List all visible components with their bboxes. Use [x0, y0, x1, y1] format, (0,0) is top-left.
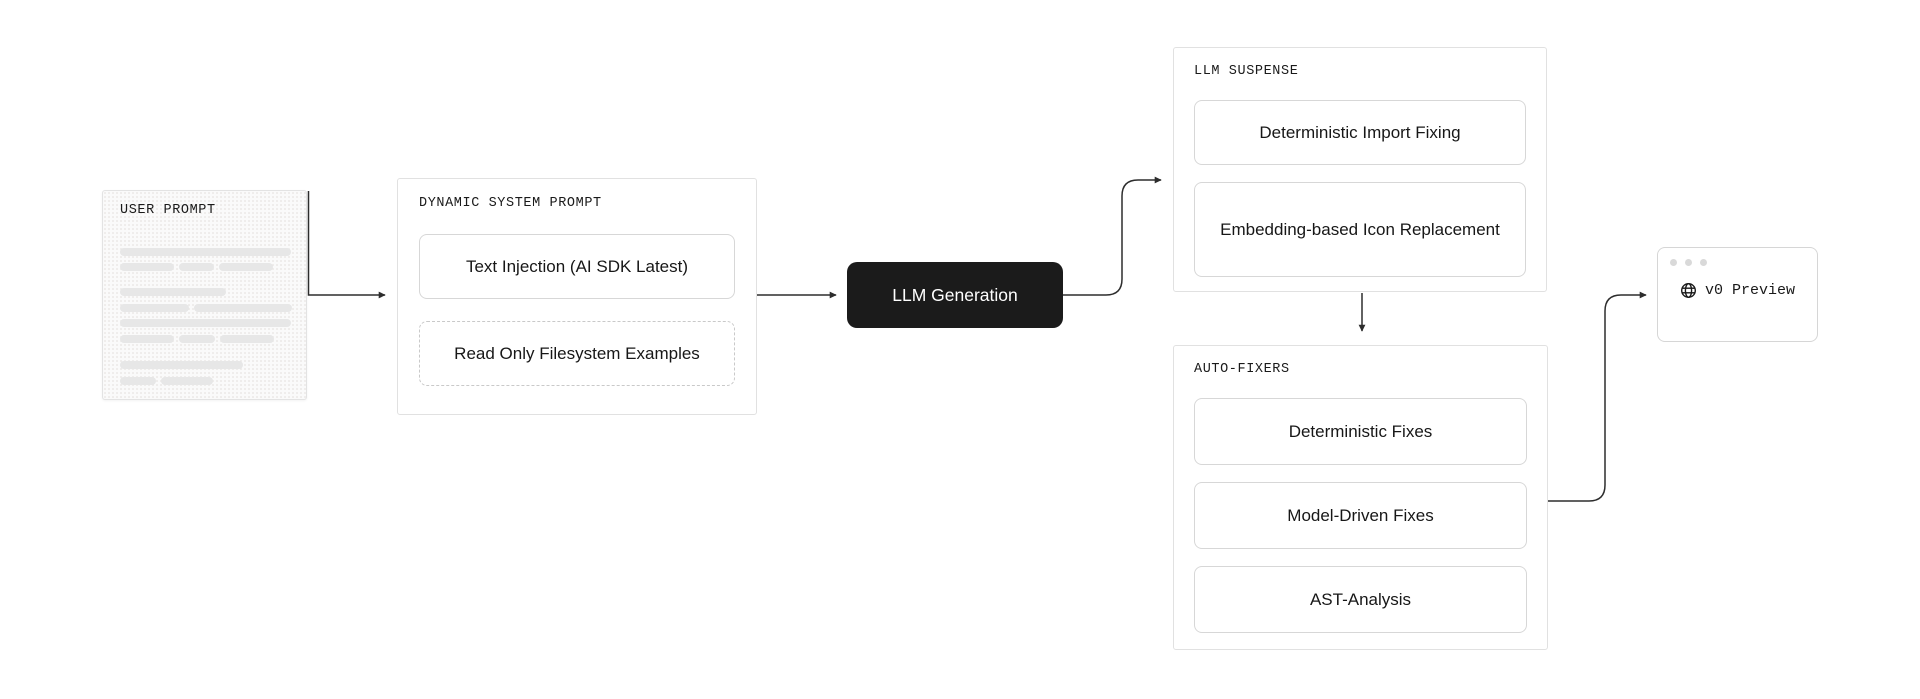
skeleton-row: [120, 288, 289, 296]
skeleton-bar: [120, 335, 174, 343]
skeleton-bar: [120, 377, 156, 385]
skeleton-row: [120, 263, 289, 271]
arrow-user-prompt-to-dynamic: [307, 191, 386, 299]
skeleton-row: [120, 304, 292, 312]
globe-icon: [1680, 282, 1696, 299]
v0-preview-card: v0 Preview: [1657, 247, 1818, 342]
skeleton-bar: [120, 304, 189, 312]
skeleton-bar: [120, 248, 291, 256]
node-llm-generation: LLM Generation: [847, 262, 1063, 328]
skeleton-bar: [161, 377, 213, 385]
skeleton-row: [120, 319, 291, 327]
window-dot-icon: [1685, 259, 1692, 266]
skeleton-bar: [120, 361, 243, 369]
skeleton-bar: [120, 288, 226, 296]
window-dot-icon: [1670, 259, 1677, 266]
dynamic-system-prompt-title: DYNAMIC SYSTEM PROMPT: [419, 196, 602, 211]
auto-fixers-title: AUTO-FIXERS: [1194, 362, 1290, 377]
skeleton-bar: [219, 263, 273, 271]
window-dot-icon: [1700, 259, 1707, 266]
arrow-llm-generation-to-llm-suspense: [1063, 176, 1162, 296]
v0-preview-label: v0 Preview: [1704, 282, 1795, 299]
arrow-auto-fixers-to-v0-preview: [1548, 291, 1647, 502]
node-text-injection: Text Injection (AI SDK Latest): [419, 234, 735, 299]
llm-suspense-group: LLM SUSPENSE Deterministic Import Fixing…: [1173, 47, 1547, 292]
skeleton-row: [120, 335, 289, 343]
node-deterministic-fixes: Deterministic Fixes: [1194, 398, 1527, 465]
skeleton-bar: [179, 335, 215, 343]
window-dots-icon: [1670, 259, 1805, 266]
skeleton-bar: [220, 335, 274, 343]
skeleton-row: [120, 361, 289, 369]
skeleton-bar: [120, 319, 291, 327]
skeleton-bar: [120, 263, 174, 271]
node-embedding-based-icon-replacement: Embedding-based Icon Replacement: [1194, 182, 1526, 277]
skeleton-row: [120, 377, 289, 385]
v0-preview-label-row: v0 Preview: [1670, 282, 1805, 299]
user-prompt-skeleton: [120, 248, 292, 385]
auto-fixers-group: AUTO-FIXERS Deterministic Fixes Model-Dr…: [1173, 345, 1548, 650]
node-model-driven-fixes: Model-Driven Fixes: [1194, 482, 1527, 549]
node-read-only-filesystem-examples: Read Only Filesystem Examples: [419, 321, 735, 386]
node-deterministic-import-fixing: Deterministic Import Fixing: [1194, 100, 1526, 165]
skeleton-row: [120, 248, 291, 256]
skeleton-bar: [179, 263, 214, 271]
llm-suspense-title: LLM SUSPENSE: [1194, 64, 1299, 79]
node-ast-analysis: AST-Analysis: [1194, 566, 1527, 633]
user-prompt-card: USER PROMPT: [102, 190, 307, 400]
dynamic-system-prompt-group: DYNAMIC SYSTEM PROMPT Text Injection (AI…: [397, 178, 757, 415]
user-prompt-title: USER PROMPT: [120, 203, 216, 218]
skeleton-bar: [194, 304, 292, 312]
